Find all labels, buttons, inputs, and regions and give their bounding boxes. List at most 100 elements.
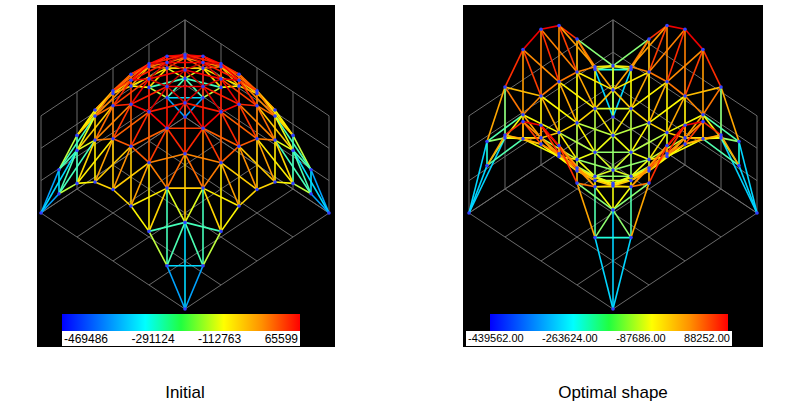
truss-member bbox=[239, 104, 257, 138]
truss-member bbox=[649, 72, 667, 82]
truss-node bbox=[647, 121, 651, 125]
truss-member bbox=[149, 154, 185, 163]
truss-member bbox=[541, 125, 577, 168]
truss-node bbox=[611, 88, 615, 92]
truss-member bbox=[631, 146, 667, 187]
truss-member bbox=[185, 103, 203, 128]
truss-node bbox=[93, 108, 97, 112]
truss-member bbox=[613, 123, 649, 135]
color-bar bbox=[62, 314, 300, 331]
truss-member bbox=[505, 189, 649, 285]
truss-node bbox=[327, 211, 331, 215]
truss-member bbox=[594, 187, 596, 238]
truss-member bbox=[221, 206, 239, 231]
truss-node bbox=[683, 27, 687, 31]
truss-member bbox=[630, 109, 632, 153]
truss-node bbox=[737, 164, 741, 168]
truss-node bbox=[665, 144, 669, 148]
truss-node bbox=[719, 85, 723, 89]
truss-node bbox=[737, 140, 741, 144]
truss-node bbox=[539, 136, 543, 140]
truss-member bbox=[522, 122, 524, 139]
truss-member bbox=[541, 144, 577, 171]
truss-member bbox=[721, 87, 739, 142]
truss-member bbox=[595, 109, 613, 136]
truss-node bbox=[165, 186, 169, 190]
truss-member bbox=[149, 112, 167, 128]
truss-node bbox=[557, 80, 561, 84]
truss-member bbox=[293, 92, 294, 189]
truss-member bbox=[41, 194, 59, 213]
truss-member bbox=[577, 189, 721, 285]
truss-member bbox=[558, 133, 560, 157]
truss-member bbox=[631, 67, 649, 72]
truss-member bbox=[185, 213, 329, 309]
truss-member bbox=[595, 237, 631, 239]
truss-member bbox=[293, 183, 311, 193]
scale-value: -439562.00 bbox=[468, 333, 524, 344]
truss-member bbox=[576, 123, 578, 159]
truss-member bbox=[167, 266, 185, 309]
truss-member bbox=[613, 67, 631, 90]
truss-node bbox=[611, 184, 615, 188]
truss-node bbox=[201, 264, 205, 268]
truss-member bbox=[221, 104, 239, 112]
truss-member bbox=[203, 112, 221, 128]
truss-member bbox=[523, 29, 541, 49]
truss-member bbox=[239, 74, 275, 110]
truss-node bbox=[557, 131, 561, 135]
truss-node bbox=[593, 107, 597, 111]
truss-node bbox=[165, 85, 169, 89]
panel-caption: Initial bbox=[165, 383, 205, 403]
truss-member bbox=[185, 128, 203, 154]
truss-node bbox=[629, 151, 633, 155]
truss-node bbox=[539, 27, 543, 31]
truss-node bbox=[255, 104, 259, 108]
truss-member bbox=[77, 139, 113, 184]
truss-member bbox=[612, 66, 614, 90]
truss-node bbox=[57, 168, 61, 172]
truss-node bbox=[521, 137, 525, 141]
truss-member bbox=[684, 29, 686, 96]
truss-member bbox=[469, 166, 487, 213]
truss-member bbox=[41, 150, 77, 213]
truss-member bbox=[577, 72, 613, 90]
truss-member bbox=[95, 182, 113, 190]
truss-member bbox=[559, 72, 577, 82]
truss-node bbox=[183, 68, 187, 72]
truss-node bbox=[539, 142, 543, 146]
truss-node bbox=[129, 144, 133, 148]
truss-node bbox=[147, 161, 151, 165]
truss-node bbox=[273, 138, 277, 142]
truss-member bbox=[577, 168, 613, 186]
truss-member bbox=[311, 194, 329, 213]
scale-value: -87686.00 bbox=[616, 333, 666, 344]
truss-member bbox=[505, 87, 523, 115]
truss-node bbox=[665, 24, 669, 28]
scale-value: -469486 bbox=[64, 333, 108, 345]
truss-member bbox=[221, 146, 239, 163]
truss-node bbox=[183, 221, 187, 225]
truss-node bbox=[575, 181, 579, 185]
truss-member bbox=[505, 50, 523, 88]
color-bar-scale: -439562.00-263624.00-87686.0088252.00 bbox=[466, 331, 732, 346]
truss-member bbox=[275, 140, 293, 183]
truss-member bbox=[523, 122, 559, 154]
truss-node bbox=[237, 103, 241, 107]
truss-member bbox=[149, 231, 167, 265]
truss-member bbox=[113, 139, 131, 147]
truss-node bbox=[665, 131, 669, 135]
truss-member bbox=[131, 104, 149, 112]
truss-member bbox=[167, 87, 185, 103]
truss-node bbox=[201, 85, 205, 89]
truss-member bbox=[612, 210, 614, 309]
truss-member bbox=[203, 231, 221, 265]
truss-member bbox=[167, 154, 185, 188]
truss-member bbox=[541, 96, 577, 123]
truss-node bbox=[165, 61, 169, 65]
truss-node bbox=[701, 48, 705, 52]
truss-member bbox=[203, 79, 221, 87]
truss-member bbox=[649, 125, 685, 168]
truss-member bbox=[167, 86, 203, 88]
truss-member bbox=[203, 188, 221, 231]
